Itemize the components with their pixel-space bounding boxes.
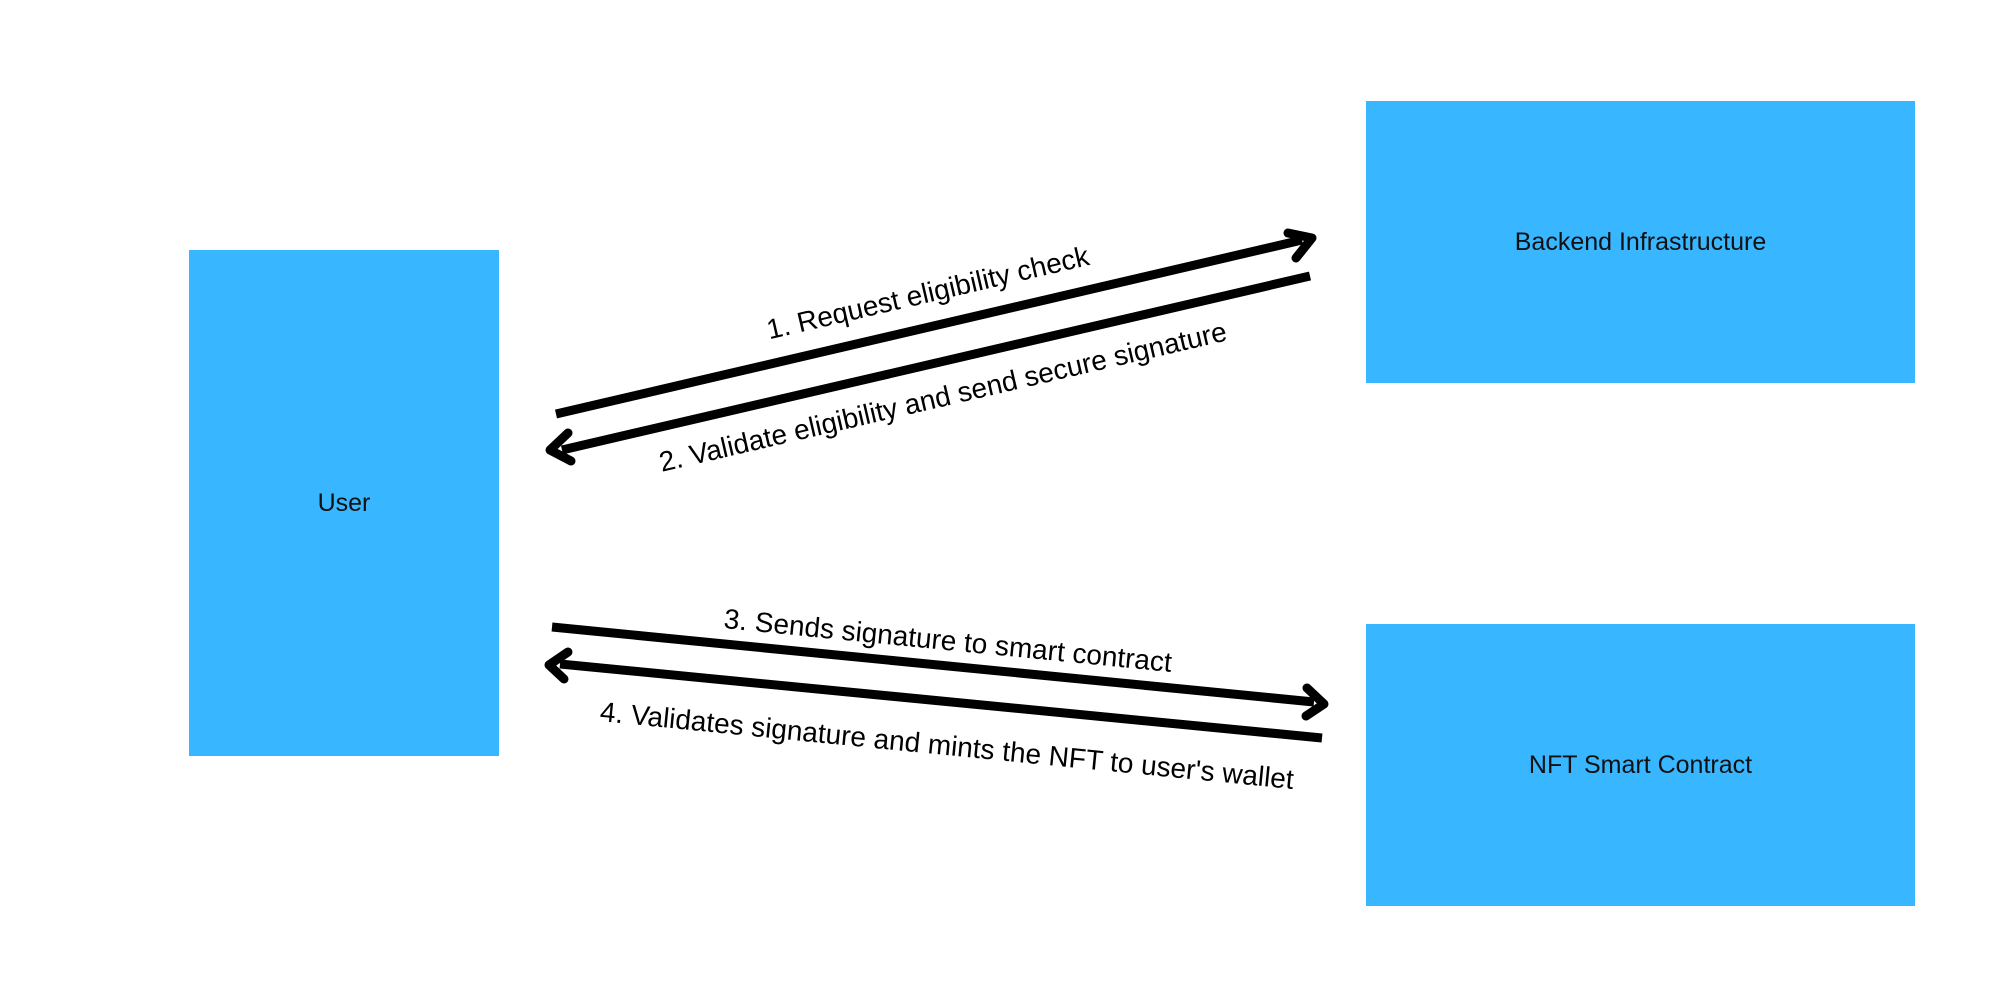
arrow-mint-nft: 4. Validates signature and mints the NFT…	[544, 647, 1323, 795]
arrow-mint-nft-head	[544, 647, 573, 684]
arrow-send-signature-line	[551, 622, 1315, 707]
user-node: User	[189, 250, 499, 756]
nft-smart-contract-node: NFT Smart Contract	[1366, 624, 1915, 906]
arrow-request-eligibility-head	[1283, 228, 1317, 263]
arrow-validate-eligibility-head	[545, 428, 576, 466]
arrow-request-eligibility-line	[554, 235, 1304, 419]
arrow-send-signature-head	[1301, 683, 1329, 721]
nft-smart-contract-node-label: NFT Smart Contract	[1528, 750, 1753, 779]
edge-label-4: 4. Validates signature and mints the NFT…	[599, 696, 1296, 795]
backend-infrastructure-node: Backend Infrastructure	[1366, 101, 1915, 383]
user-node-label: User	[317, 488, 371, 517]
backend-infrastructure-node-label: Backend Infrastructure	[1514, 227, 1767, 256]
arrow-validate-eligibility-line	[560, 271, 1312, 455]
edge-label-2: 2. Validate eligibility and send secure …	[656, 316, 1230, 478]
arrow-mint-nft-line	[559, 659, 1323, 743]
